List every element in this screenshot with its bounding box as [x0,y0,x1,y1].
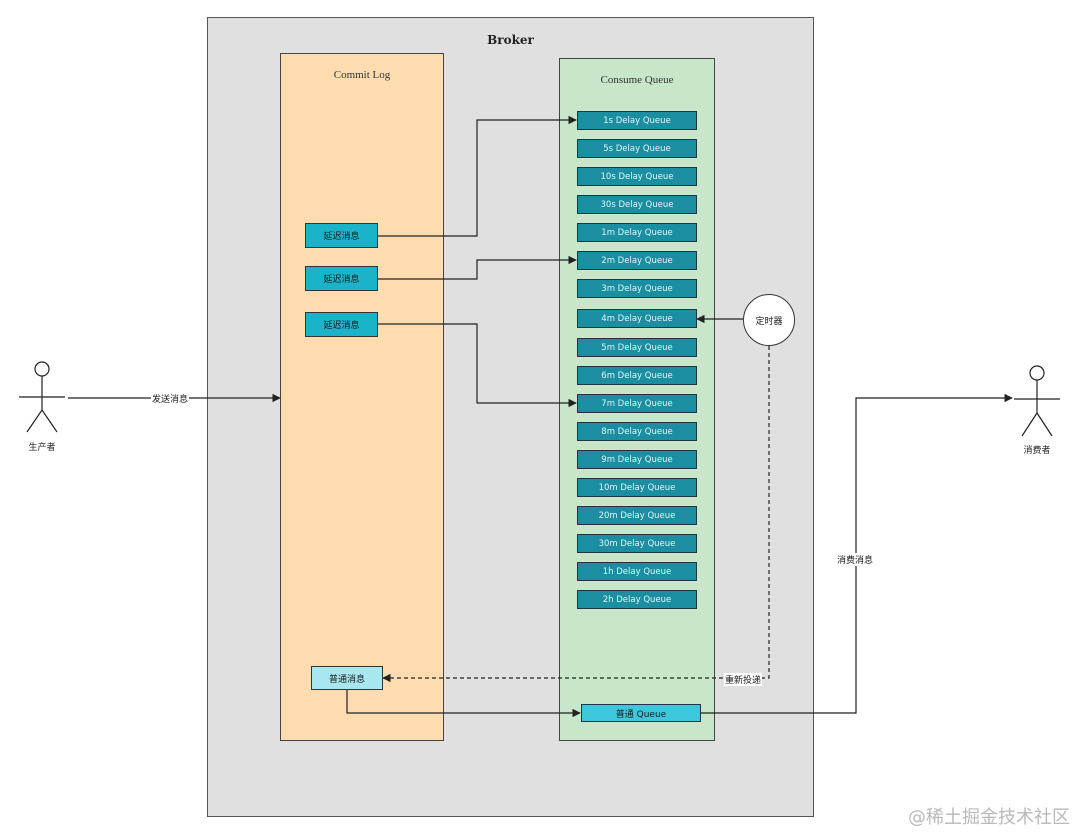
delay-arrow-1 [378,115,577,237]
delay-queue-item: 5m Delay Queue [577,338,697,357]
delay-message-box: 延迟消息 [305,266,378,291]
broker-title: Broker [487,33,534,47]
consumer-actor-icon [1014,365,1060,437]
delay-queue-item: 6m Delay Queue [577,366,697,385]
delay-arrow-2 [378,255,577,280]
delay-queue-item: 4m Delay Queue [577,309,697,328]
consumer-label: 消费者 [1023,446,1051,456]
normal-queue-box: 普通 Queue [581,704,701,722]
delay-queue-item: 2h Delay Queue [577,590,697,609]
delay-queue-item: 1m Delay Queue [577,223,697,242]
delay-queue-item: 1h Delay Queue [577,562,697,581]
consume-message-label: 消费消息 [836,553,875,566]
delay-queue-item: 9m Delay Queue [577,450,697,469]
redeliver-arrow [382,346,770,683]
delay-message-box: 延迟消息 [305,223,378,248]
delay-queue-item: 2m Delay Queue [577,251,697,270]
delay-queue-item: 30m Delay Queue [577,534,697,553]
timer-node: 定时器 [743,294,795,346]
producer-actor-icon [19,361,65,433]
commit-log-title: Commit Log [333,69,391,81]
normal-message-box: 普通消息 [311,666,383,690]
delay-message-box: 延迟消息 [305,312,378,337]
watermark: @稀土掘金技术社区 [908,807,1070,828]
send-message-label: 发送消息 [151,392,190,405]
delay-queue-item: 3m Delay Queue [577,279,697,298]
delay-queue-item: 10m Delay Queue [577,478,697,497]
delay-queue-item: 7m Delay Queue [577,394,697,413]
normal-arrow [346,690,581,718]
delay-queue-item: 30s Delay Queue [577,195,697,214]
delay-queue-item: 8m Delay Queue [577,422,697,441]
delay-queue-item: 1s Delay Queue [577,111,697,130]
consume-queue-title: Consume Queue [600,74,674,86]
redeliver-label: 重新投递 [724,673,763,686]
delay-arrow-3 [378,323,577,408]
delay-queue-item: 10s Delay Queue [577,167,697,186]
delay-queue-item: 20m Delay Queue [577,506,697,525]
producer-label: 生产者 [28,443,56,453]
delay-queue-item: 5s Delay Queue [577,139,697,158]
